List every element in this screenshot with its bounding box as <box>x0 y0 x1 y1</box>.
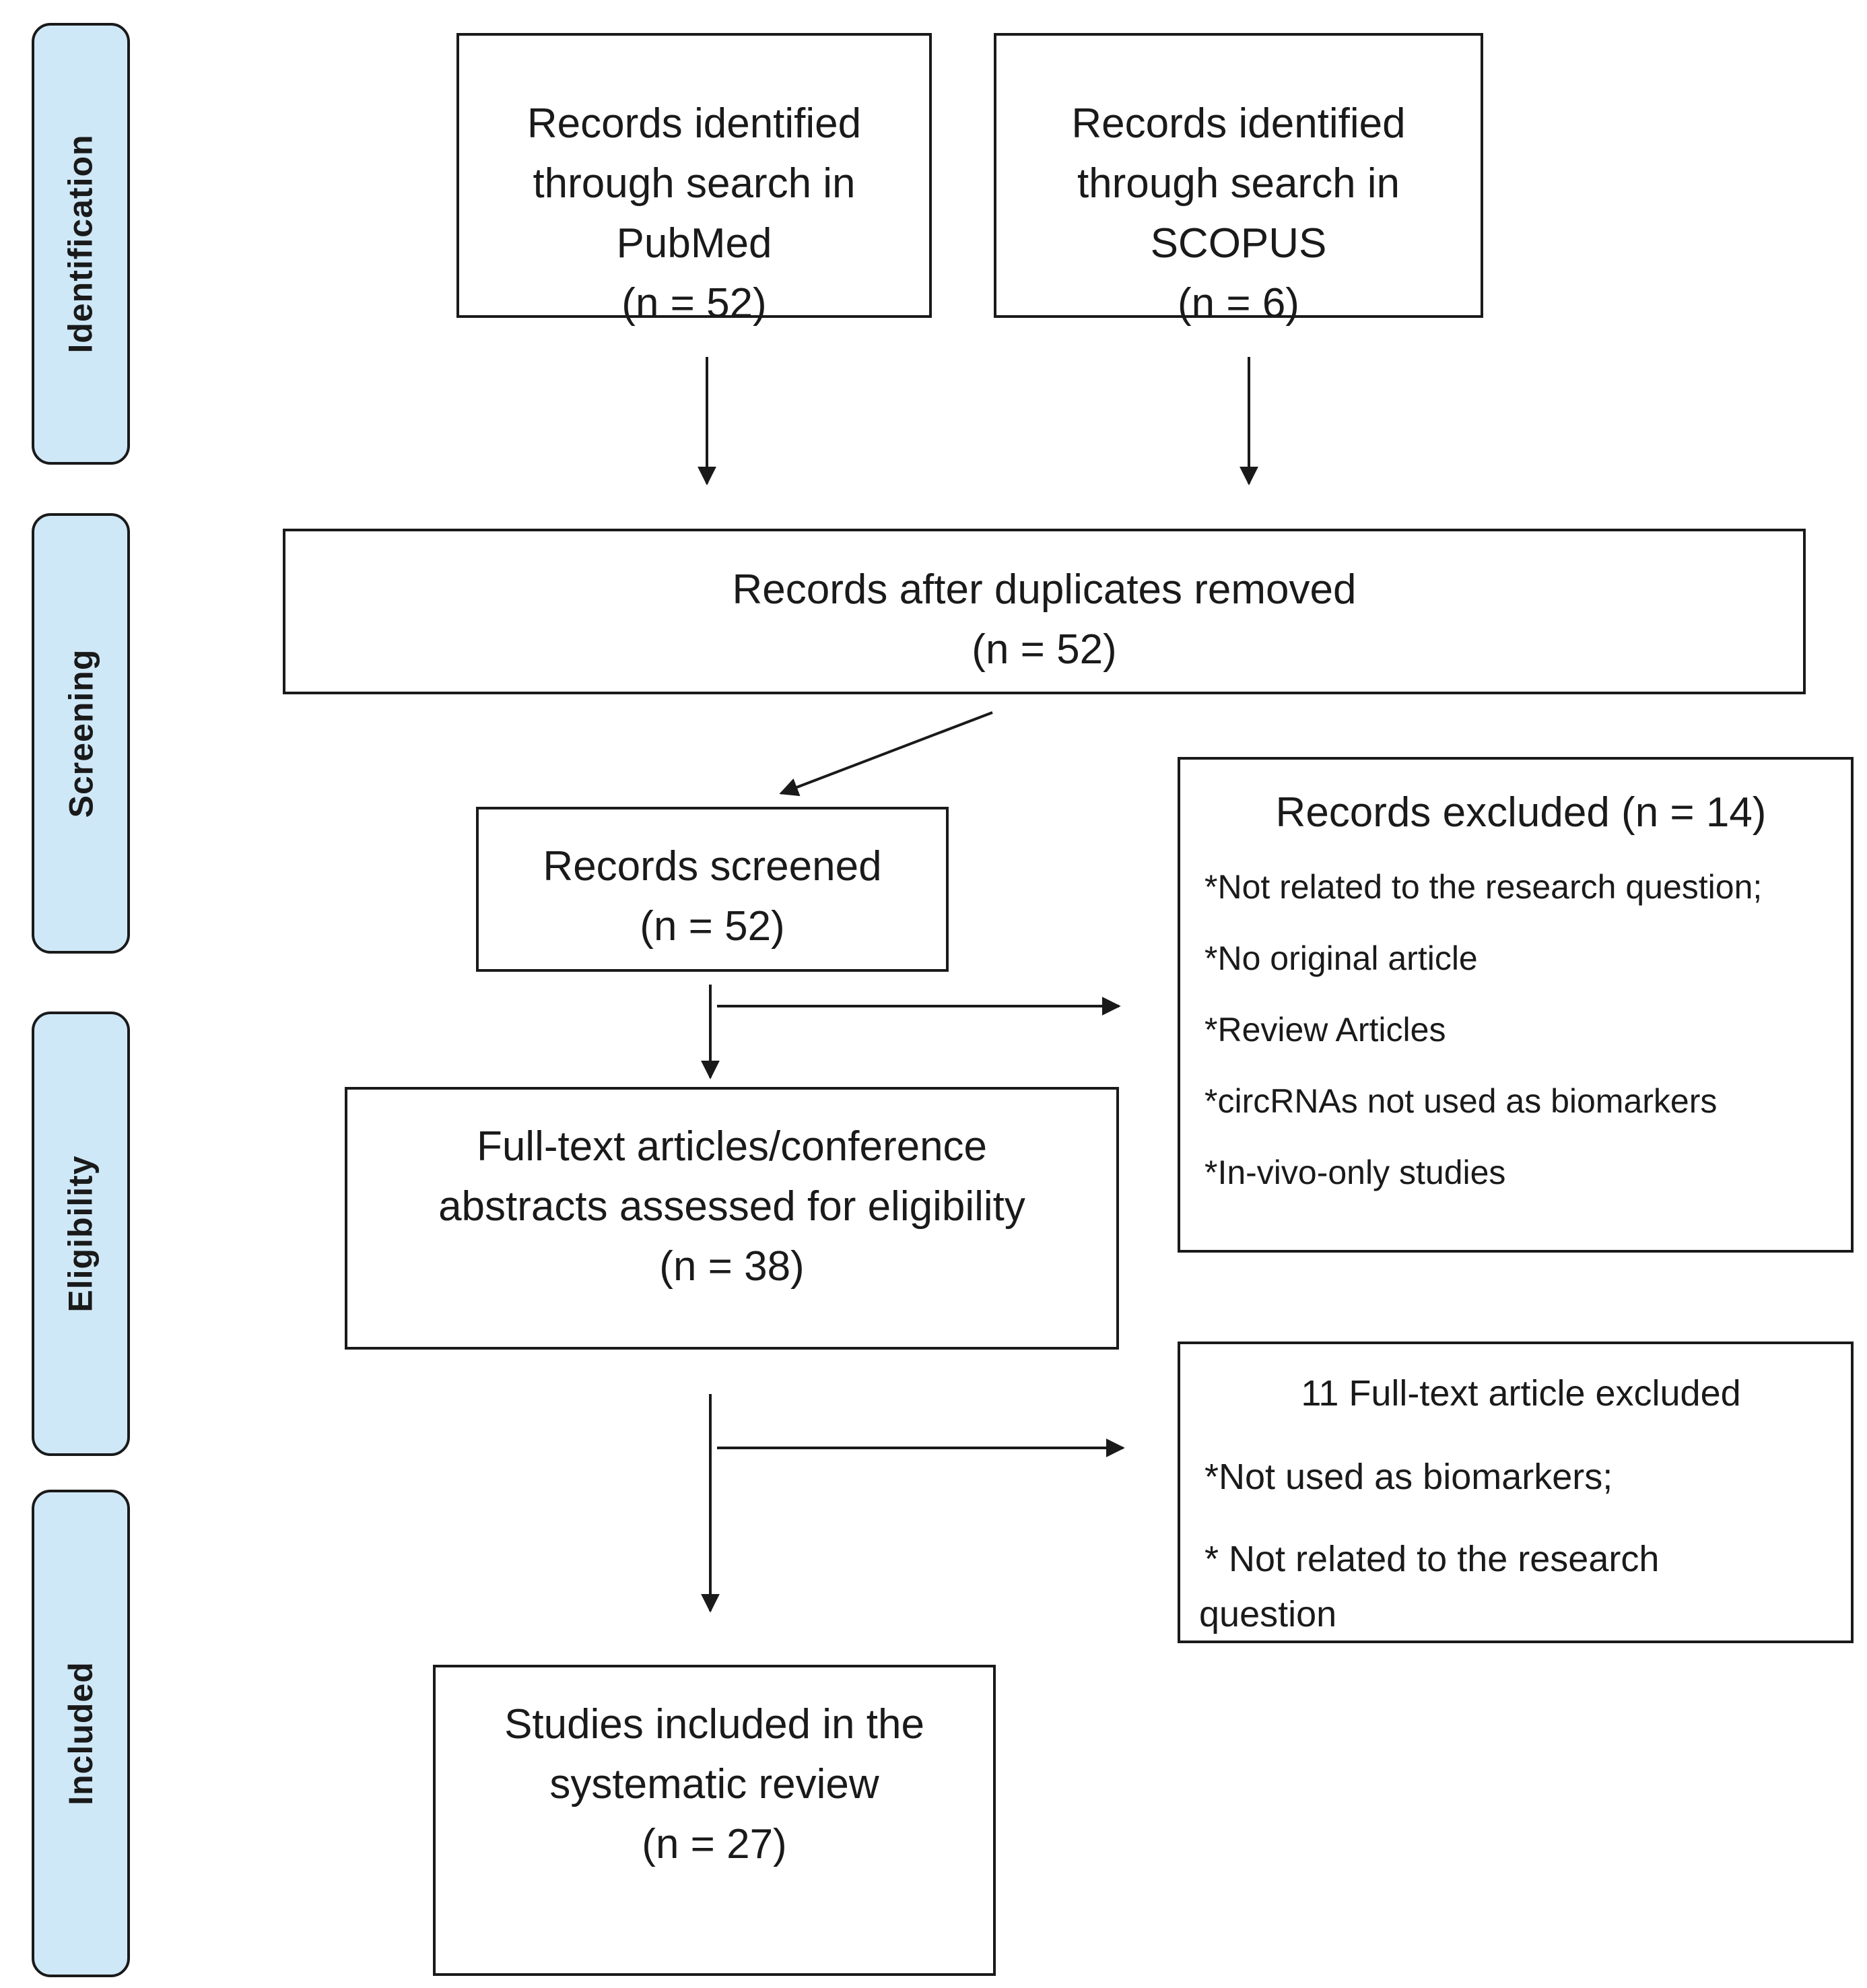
scopus-line-3: SCOPUS <box>1150 220 1327 267</box>
records-excluded-title: Records excluded (n = 14) <box>1275 789 1767 836</box>
records-excluded-reason-5: *In-vivo-only studies <box>1204 1154 1506 1191</box>
duplicates-line-1: Records after duplicates removed <box>732 566 1357 613</box>
duplicates-count: (n = 52) <box>972 626 1117 673</box>
screened-count: (n = 52) <box>640 903 785 950</box>
fulltext-assessed-box: Full-text articles/conference abstracts … <box>345 1087 1119 1350</box>
fulltext-excluded-box: 11 Full-text article excluded *Not used … <box>1178 1341 1854 1643</box>
pubmed-line-1: Records identified <box>527 100 862 147</box>
records-excluded-reason-3: *Review Articles <box>1204 1011 1446 1049</box>
fulltext-line-1: Full-text articles/conference <box>476 1123 988 1170</box>
fulltext-count: (n = 38) <box>659 1243 805 1290</box>
arrow-duplicates-to-screened <box>779 711 993 797</box>
included-line-1: Studies included in the <box>504 1701 924 1748</box>
records-screened-box: Records screened (n = 52) <box>476 807 949 972</box>
fulltext-excluded-reason-2: * Not related to the research <box>1204 1539 1660 1579</box>
fulltext-excluded-reason-1: *Not used as biomarkers; <box>1204 1457 1613 1497</box>
duplicates-removed-box: Records after duplicates removed (n = 52… <box>283 529 1806 694</box>
pubmed-count: (n = 52) <box>621 280 767 327</box>
fulltext-excluded-reason-2-cont: question <box>1199 1594 1337 1634</box>
phase-eligibility: Eligibility <box>32 1012 130 1456</box>
records-excluded-reason-4: *circRNAs not used as biomarkers <box>1204 1082 1718 1120</box>
fulltext-excluded-title: 11 Full-text article excluded <box>1301 1373 1741 1414</box>
records-excluded-box: Records excluded (n = 14) *Not related t… <box>1178 757 1854 1253</box>
phase-screening: Screening <box>32 513 130 954</box>
screened-line-1: Records screened <box>543 843 882 890</box>
included-count: (n = 27) <box>642 1821 787 1867</box>
scopus-line-2: through search in <box>1077 160 1400 207</box>
scopus-line-1: Records identified <box>1071 100 1406 147</box>
scopus-records-box: Records identified through search in SCO… <box>994 33 1483 327</box>
pubmed-records-box: Records identified through search in Pub… <box>456 33 932 327</box>
pubmed-line-3: PubMed <box>616 220 772 267</box>
records-excluded-reason-1: *Not related to the research question; <box>1204 868 1763 906</box>
studies-included-box: Studies included in the systematic revie… <box>433 1665 996 1976</box>
pubmed-line-2: through search in <box>533 160 856 207</box>
scopus-count: (n = 6) <box>1178 280 1299 327</box>
included-line-2: systematic review <box>549 1761 879 1808</box>
fulltext-line-2: abstracts assessed for eligibility <box>438 1183 1025 1230</box>
phase-included: Included <box>32 1490 130 1977</box>
phase-identification: Identification <box>32 23 130 465</box>
records-excluded-reason-2: *No original article <box>1204 939 1478 977</box>
